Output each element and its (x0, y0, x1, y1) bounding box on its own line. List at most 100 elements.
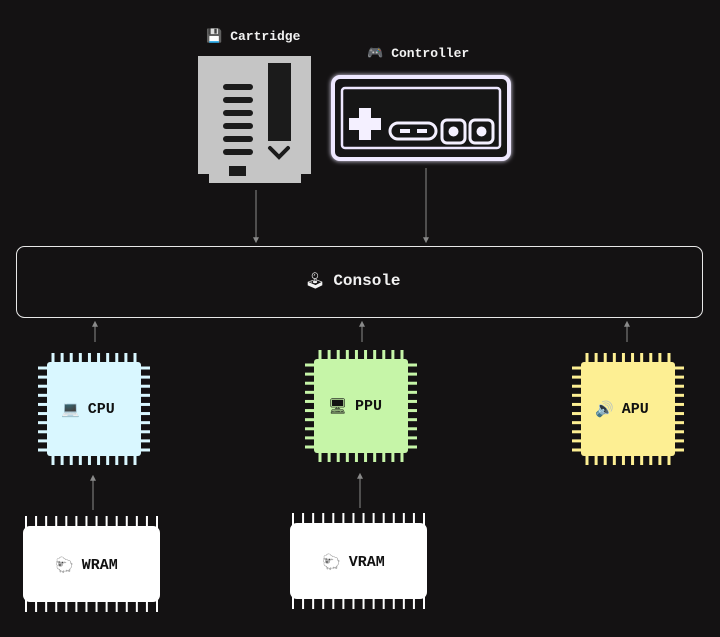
chip-pin (673, 375, 684, 379)
chip-pin (38, 448, 49, 452)
chip-pin (305, 381, 316, 385)
chip-pin (305, 409, 316, 413)
chip-pin (572, 412, 583, 416)
chip-pin (336, 350, 340, 361)
ram-pin (105, 516, 108, 528)
ram-pin (302, 597, 305, 609)
chip-pin (38, 430, 49, 434)
chip-pin (649, 454, 653, 465)
chip-pin (60, 353, 64, 364)
ram-pin (382, 513, 385, 525)
ram-pin (35, 600, 38, 612)
chip-pin (139, 375, 150, 379)
sheep-icon: 🐑 (322, 553, 341, 571)
chip-pin (406, 381, 417, 385)
chip-pin (673, 402, 684, 406)
cpu-label-text: CPU (87, 400, 115, 418)
chip-pin (305, 399, 316, 403)
ram-pin (292, 513, 294, 525)
chip-pin (406, 399, 417, 403)
chip-pin (658, 454, 662, 465)
chip-pin (87, 353, 91, 364)
chip-pin (305, 427, 316, 431)
ram-pin (65, 516, 68, 528)
chip-pin (97, 353, 101, 364)
chip-pin (139, 402, 150, 406)
vram-module (290, 513, 427, 609)
chip-pin (60, 454, 64, 465)
chip-pin (305, 363, 316, 367)
ram-body (290, 523, 427, 599)
chip-pin (391, 451, 395, 462)
ram-pin (332, 597, 335, 609)
ram-pin (402, 513, 405, 525)
ram-pin (75, 600, 78, 612)
chip-pin (673, 448, 684, 452)
ram-pin (423, 597, 425, 609)
chip-pin (572, 430, 583, 434)
ram-pin (145, 516, 148, 528)
chip-pin (594, 454, 598, 465)
floppy-disk-icon: 💾 (206, 29, 223, 44)
chip-pin (382, 451, 386, 462)
ram-pin (423, 513, 425, 525)
ram-pin (292, 597, 294, 609)
console-label-text: Console (333, 271, 401, 290)
chip-pin (621, 454, 625, 465)
ppu-label-text: PPU (355, 397, 383, 415)
ram-pin (372, 597, 375, 609)
chip-pin (594, 353, 598, 364)
ram-pin (342, 597, 345, 609)
chip-pin (38, 393, 49, 397)
chip-pin (673, 421, 684, 425)
chip-pin (373, 350, 377, 361)
cartridge-label-text: Cartridge (230, 29, 301, 44)
ram-pin (35, 516, 38, 528)
chip-pin (364, 350, 368, 361)
chip-body (47, 362, 141, 456)
chip-pin (51, 353, 55, 364)
chip-pin (139, 448, 150, 452)
chip-pin (305, 372, 316, 376)
chip-pin (406, 445, 417, 449)
console-label: 🕹 Console (305, 271, 401, 290)
chip-pin (673, 430, 684, 434)
ram-pin (25, 516, 27, 528)
sheep-icon: 🐑 (55, 556, 74, 574)
chip-pin (139, 430, 150, 434)
ram-pin (372, 513, 375, 525)
chip-pin (139, 366, 150, 370)
ram-pin (145, 600, 148, 612)
gamepad-icon: 🎮 (367, 46, 384, 61)
vram-label-text: VRAM (348, 553, 385, 571)
ram-body (23, 526, 160, 602)
ram-pin (362, 597, 365, 609)
chip-pin (572, 384, 583, 388)
chip-pin (69, 454, 73, 465)
console-node (16, 246, 703, 318)
ram-pin (125, 516, 128, 528)
chip-pin (406, 363, 417, 367)
chip-pin (69, 353, 73, 364)
apu-chip (572, 353, 684, 465)
chip-pin (631, 454, 635, 465)
laptop-icon: 💻 (61, 400, 80, 418)
chip-pin (406, 427, 417, 431)
ram-pin (412, 513, 415, 525)
chip-pin (673, 384, 684, 388)
vram-label: 🐑 VRAM (322, 553, 385, 571)
edges (90, 168, 630, 510)
chip-body (581, 362, 675, 456)
cpu-label: 💻 CPU (61, 400, 115, 418)
ram-pin (105, 600, 108, 612)
ram-pin (115, 516, 118, 528)
ppu-label: 🖥 PPU (328, 397, 382, 415)
ram-pin (125, 600, 128, 612)
ram-pin (352, 513, 355, 525)
chip-pin (305, 390, 316, 394)
chip-pin (115, 454, 119, 465)
chip-pin (38, 412, 49, 416)
chip-body (314, 359, 408, 453)
chip-pin (305, 418, 316, 422)
